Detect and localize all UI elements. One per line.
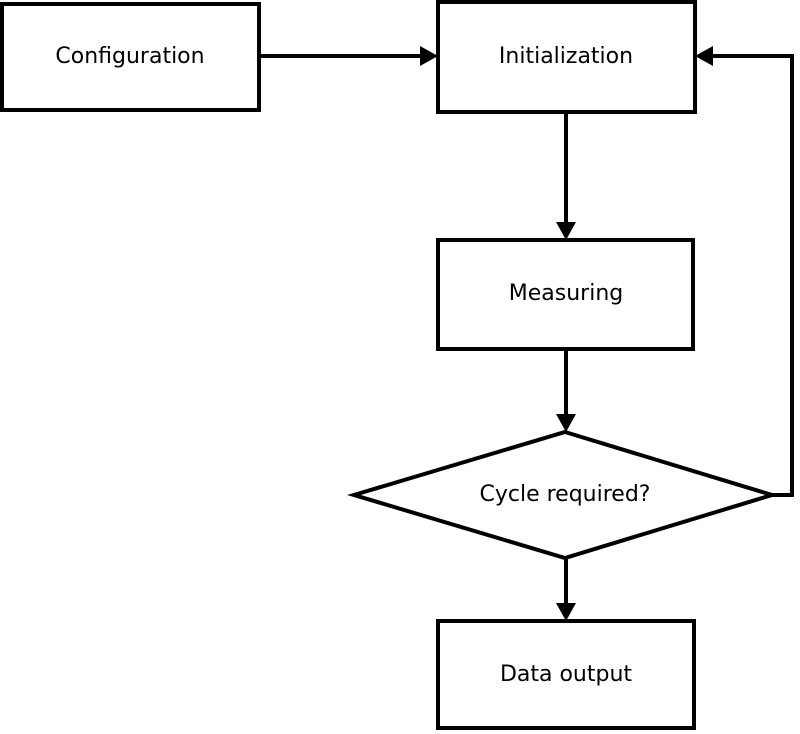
edge-cycle-required-to-initialization-feedback	[695, 46, 794, 497]
node-measuring-label: Measuring	[509, 281, 623, 306]
node-cycle-required-diamond[interactable]	[347, 429, 779, 561]
node-data-output-box[interactable]	[436, 619, 696, 730]
edge-measuring-to-cycle-required	[556, 349, 576, 432]
node-data-output[interactable]: Data output	[436, 619, 696, 730]
edge-cycle-required-to-data-output	[556, 558, 576, 621]
node-configuration[interactable]: Configuration	[0, 2, 261, 112]
node-initialization-label: Initialization	[499, 44, 633, 69]
arrowhead-cycle-required-to-data-output	[556, 603, 576, 621]
edge-line-cycle-required-to-initialization-feedback	[703, 54, 794, 497]
node-configuration-box[interactable]	[0, 2, 261, 112]
node-data-output-label: Data output	[500, 662, 632, 687]
node-cycle-required-label: Cycle required?	[480, 482, 651, 507]
edge-initialization-to-measuring	[556, 112, 576, 240]
node-initialization[interactable]: Initialization	[436, 0, 697, 114]
node-measuring-box[interactable]	[436, 238, 695, 351]
nodes-layer: Configuration Initialization Measuring C…	[0, 0, 779, 730]
node-cycle-required[interactable]: Cycle required?	[347, 429, 779, 561]
arrowhead-configuration-to-initialization	[420, 46, 438, 66]
node-measuring[interactable]: Measuring	[436, 238, 695, 351]
edges-layer	[260, 46, 794, 621]
arrowhead-measuring-to-cycle-required	[556, 414, 576, 432]
node-configuration-label: Configuration	[55, 44, 204, 69]
arrowhead-cycle-required-to-initialization-feedback	[695, 46, 713, 66]
arrowhead-initialization-to-measuring	[556, 222, 576, 240]
edge-configuration-to-initialization	[260, 46, 438, 66]
node-initialization-box[interactable]	[436, 0, 697, 114]
